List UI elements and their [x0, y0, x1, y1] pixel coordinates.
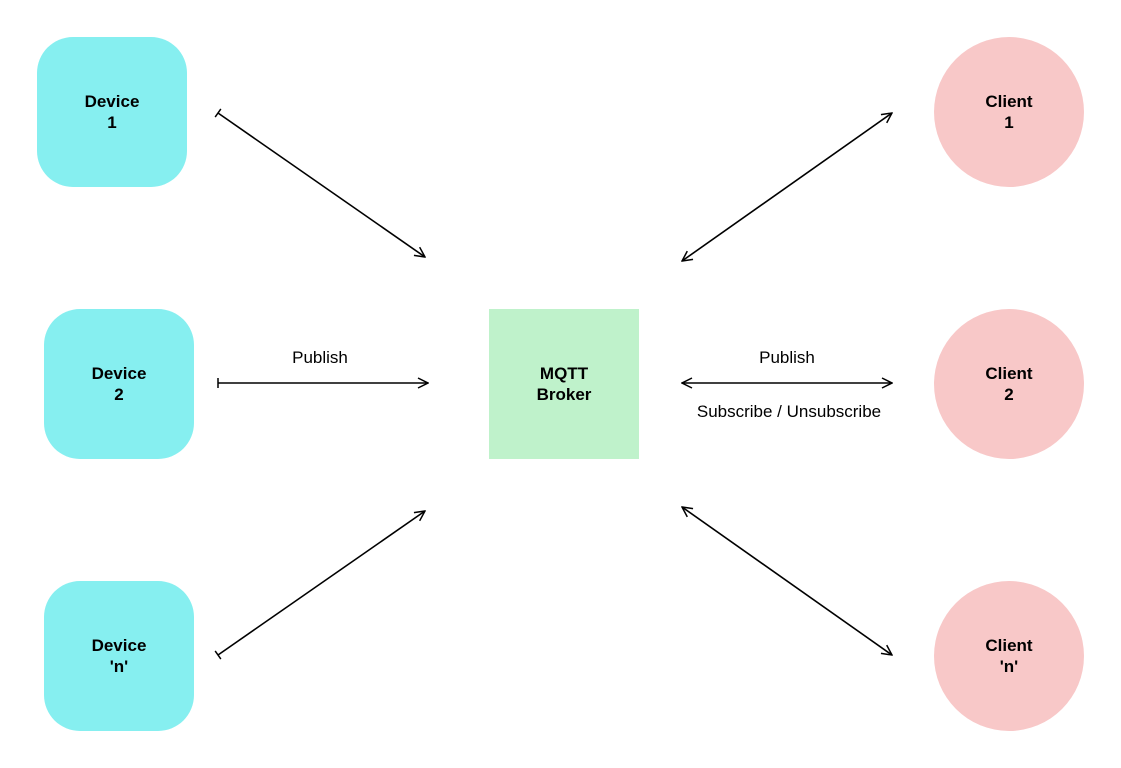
- broker-title-line1: MQTT: [539, 364, 589, 383]
- client-publish-label: Publish: [759, 348, 815, 367]
- client-1-number: 1: [1004, 113, 1014, 132]
- mqtt-broker-node: MQTT Broker: [489, 309, 639, 459]
- client-1-title: Client: [985, 92, 1033, 111]
- device-n-number: 'n': [109, 657, 129, 676]
- client-n-bidirectional-arrow: [682, 507, 892, 655]
- device-1-node: Device 1: [37, 37, 187, 187]
- device-2-node: Device 2: [44, 309, 194, 459]
- client-2-node: Client 2: [934, 309, 1084, 459]
- device-1-publish-arrow: [218, 113, 425, 257]
- client-2-number: 2: [1004, 385, 1014, 404]
- client-n-number: 'n': [999, 657, 1019, 676]
- device-2-number: 2: [114, 385, 124, 404]
- broker-title-line2: Broker: [536, 385, 592, 404]
- client-n-title: Client: [985, 636, 1033, 655]
- client-n-node: Client 'n': [934, 581, 1084, 731]
- device-1-title: Device: [84, 92, 140, 111]
- device-1-number: 1: [107, 113, 117, 132]
- client-2-title: Client: [985, 364, 1033, 383]
- device-n-title: Device: [91, 636, 147, 655]
- device-n-node: Device 'n': [44, 581, 194, 731]
- client-1-node: Client 1: [934, 37, 1084, 187]
- device-2-title: Device: [91, 364, 147, 383]
- client-1-bidirectional-arrow: [682, 113, 892, 261]
- client-subscribe-label: Subscribe / Unsubscribe: [696, 402, 882, 421]
- device-publish-label: Publish: [292, 348, 348, 367]
- device-n-publish-arrow: [218, 511, 425, 655]
